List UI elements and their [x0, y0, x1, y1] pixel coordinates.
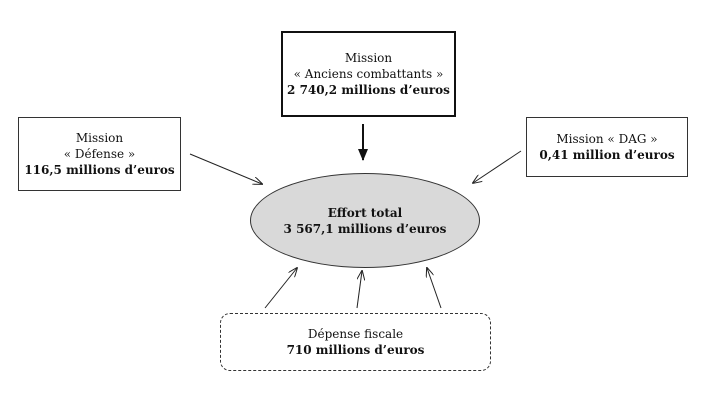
mission-dag-box: Mission « DAG » 0,41 million d’euros — [526, 117, 688, 177]
arrow-defense-to-total — [189, 153, 262, 184]
arrow-fiscal-center-to-total — [356, 271, 362, 309]
anciens-amount: 2 740,2 millions d’euros — [287, 83, 450, 97]
defense-amount: 116,5 millions d’euros — [24, 163, 175, 177]
defense-line1: Mission — [75, 131, 124, 145]
effort-total-title: Effort total — [327, 205, 403, 220]
mission-anciens-combattants-box: Mission « Anciens combattants » 2 740,2 … — [281, 31, 456, 117]
defense-line2: « Défense » — [63, 147, 136, 161]
anciens-line2: « Anciens combattants » — [293, 67, 444, 81]
fiscal-line1: Dépense fiscale — [307, 327, 404, 341]
fiscal-amount: 710 millions d’euros — [286, 343, 425, 357]
anciens-line1: Mission — [344, 51, 393, 65]
arrow-fiscal-left-to-total — [264, 268, 297, 309]
mission-defense-box: Mission « Défense » 116,5 millions d’eur… — [18, 117, 181, 191]
effort-total-ellipse: Effort total 3 567,1 millions d’euros — [250, 173, 480, 268]
arrow-fiscal-right-to-total — [427, 268, 442, 309]
effort-total-amount: 3 567,1 millions d’euros — [283, 221, 447, 236]
dag-amount: 0,41 million d’euros — [539, 148, 675, 162]
arrow-dag-to-total — [473, 150, 522, 183]
depense-fiscale-box: Dépense fiscale 710 millions d’euros — [220, 313, 491, 371]
dag-line1: Mission « DAG » — [556, 132, 658, 146]
